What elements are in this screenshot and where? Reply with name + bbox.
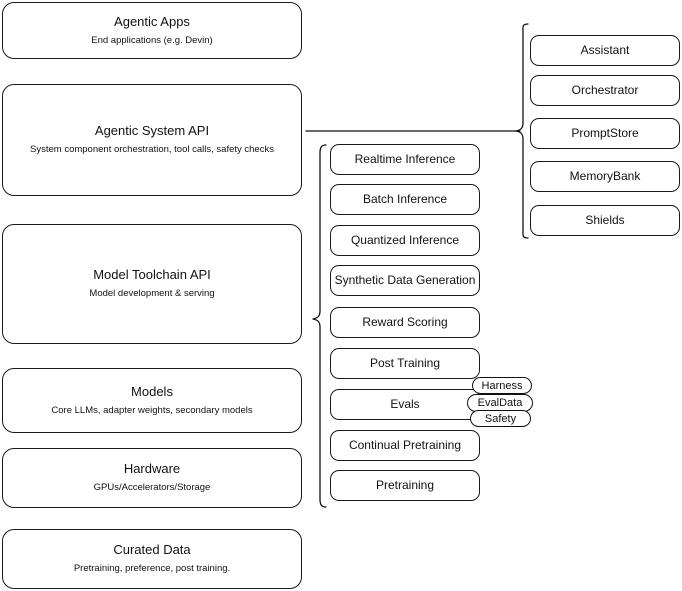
component-shields[interactable]: Shields xyxy=(530,205,680,236)
layer-hardware[interactable]: Hardware GPUs/Accelerators/Storage xyxy=(2,448,302,508)
layer-subtitle: Core LLMs, adapter weights, secondary mo… xyxy=(51,404,253,416)
evals-subcomponent-label: Harness xyxy=(481,379,523,392)
layer-subtitle: Model development & serving xyxy=(89,288,215,300)
layer-title: Curated Data xyxy=(113,542,191,558)
component-label: MemoryBank xyxy=(569,169,641,184)
component-memorybank[interactable]: MemoryBank xyxy=(530,161,680,192)
layer-subtitle: GPUs/Accelerators/Storage xyxy=(93,482,211,494)
component-orchestrator[interactable]: Orchestrator xyxy=(530,75,680,106)
capability-reward-scoring[interactable]: Reward Scoring xyxy=(330,307,480,338)
capability-quantized-inference[interactable]: Quantized Inference xyxy=(330,225,480,256)
capability-label: Post Training xyxy=(369,356,441,371)
capability-evals[interactable]: Evals xyxy=(330,389,480,420)
capability-synthetic-data-generation[interactable]: Synthetic Data Generation xyxy=(330,265,480,296)
component-label: PromptStore xyxy=(571,126,639,141)
layer-title: Models xyxy=(131,383,173,399)
component-label: Assistant xyxy=(580,43,630,58)
layer-title: Hardware xyxy=(123,461,181,477)
capability-pretraining[interactable]: Pretraining xyxy=(330,470,480,501)
capability-label: Evals xyxy=(390,397,420,412)
capability-label: Synthetic Data Generation xyxy=(334,273,476,288)
layer-title: Agentic Apps xyxy=(114,13,190,29)
component-assistant[interactable]: Assistant xyxy=(530,35,680,66)
capability-label: Batch Inference xyxy=(362,192,448,207)
capability-post-training[interactable]: Post Training xyxy=(330,348,480,379)
layer-curated-data[interactable]: Curated Data Pretraining, preference, po… xyxy=(2,529,302,589)
capability-realtime-inference[interactable]: Realtime Inference xyxy=(330,144,480,175)
component-label: Orchestrator xyxy=(571,83,639,98)
evals-subcomponent-harness[interactable]: Harness xyxy=(472,377,532,394)
capability-label: Continual Pretraining xyxy=(348,438,462,453)
layer-models[interactable]: Models Core LLMs, adapter weights, secon… xyxy=(2,368,302,433)
layer-subtitle: Pretraining, preference, post training. xyxy=(73,563,231,575)
evals-subcomponent-label: EvalData xyxy=(477,397,523,409)
layer-title: Model Toolchain API xyxy=(93,267,211,283)
capability-continual-pretraining[interactable]: Continual Pretraining xyxy=(330,430,480,461)
capability-label: Quantized Inference xyxy=(350,233,460,248)
capability-label: Realtime Inference xyxy=(354,152,456,167)
evals-subcomponent-safety[interactable]: Safety xyxy=(470,410,531,427)
brace-toolchain-capabilities xyxy=(312,144,327,508)
layer-subtitle: End applications (e.g. Devin) xyxy=(91,34,213,46)
layer-agentic-apps[interactable]: Agentic Apps End applications (e.g. Devi… xyxy=(2,2,302,59)
evals-subcomponent-label: Safety xyxy=(484,412,517,425)
capability-batch-inference[interactable]: Batch Inference xyxy=(330,184,480,215)
layer-model-toolchain-api[interactable]: Model Toolchain API Model development & … xyxy=(2,224,302,344)
layer-subtitle: System component orchestration, tool cal… xyxy=(30,144,274,156)
layer-agentic-system-api[interactable]: Agentic System API System component orch… xyxy=(2,84,302,196)
capability-label: Pretraining xyxy=(375,478,435,493)
component-label: Shields xyxy=(585,213,625,228)
capability-label: Reward Scoring xyxy=(362,315,448,330)
layer-title: Agentic System API xyxy=(94,123,210,139)
component-promptstore[interactable]: PromptStore xyxy=(530,118,680,149)
